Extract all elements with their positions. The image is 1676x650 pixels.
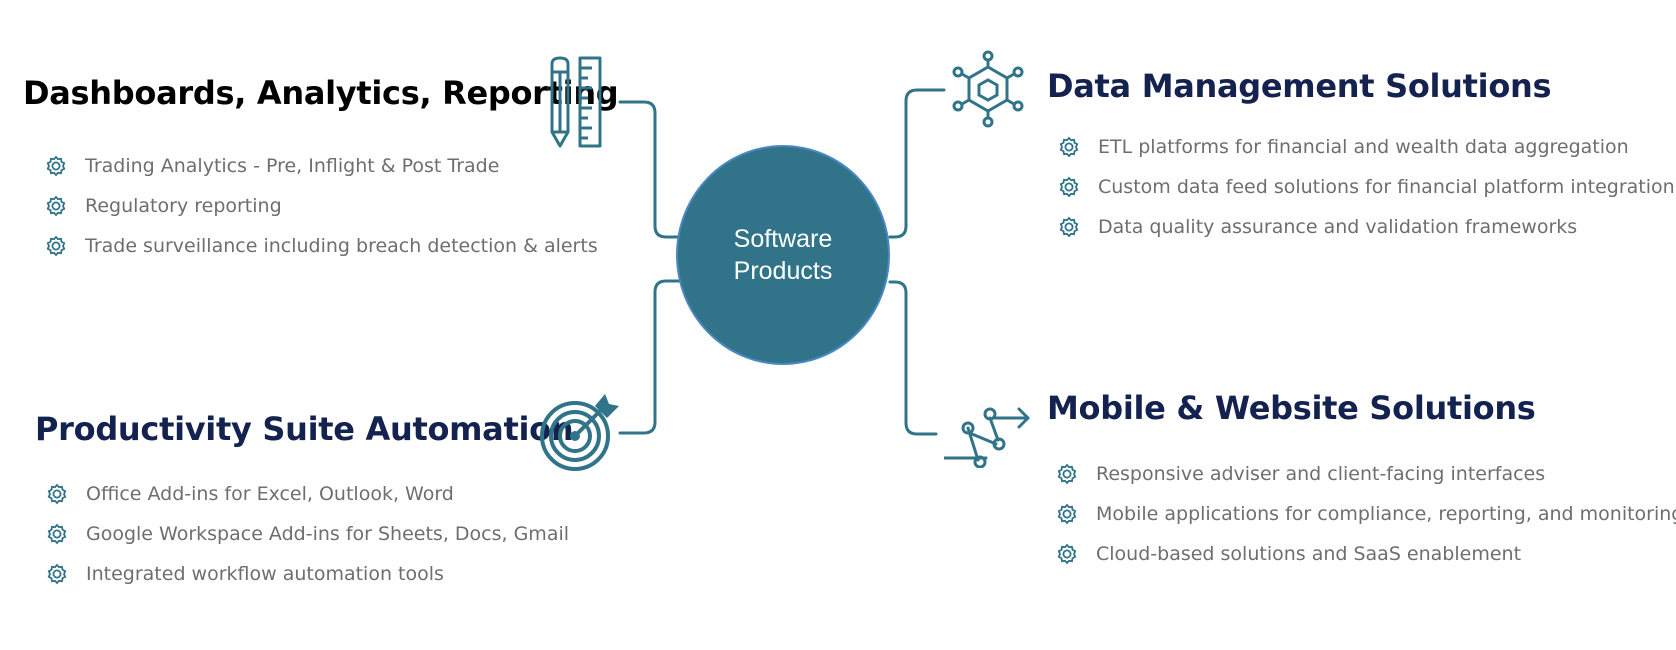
gear-icon <box>45 155 67 177</box>
item-text: Trading Analytics - Pre, Inflight & Post… <box>85 155 500 177</box>
gear-icon <box>45 195 67 217</box>
route-flow-icon <box>944 407 1030 468</box>
list-item: Integrated workflow automation tools <box>46 554 569 594</box>
gear-icon <box>1058 216 1080 238</box>
list-item: Office Add-ins for Excel, Outlook, Word <box>46 474 569 514</box>
target-arrow-icon <box>540 394 619 471</box>
category-title-mobile: Mobile & Website Solutions <box>1047 389 1536 427</box>
hub-label-line1: Software <box>733 225 833 253</box>
gear-icon <box>46 483 68 505</box>
list-item: Trade surveillance including breach dete… <box>45 226 598 266</box>
connector-dashboards <box>618 100 682 239</box>
connector-mobile <box>888 280 938 436</box>
gear-icon <box>45 235 67 257</box>
gear-icon <box>1056 463 1078 485</box>
category-list-data-management: ETL platforms for financial and wealth d… <box>1058 127 1675 247</box>
gear-icon <box>1056 543 1078 565</box>
list-item: Responsive adviser and client-facing int… <box>1056 454 1676 494</box>
item-text: Responsive adviser and client-facing int… <box>1096 463 1546 485</box>
gear-icon <box>1058 176 1080 198</box>
item-text: ETL platforms for financial and wealth d… <box>1098 136 1629 158</box>
gear-icon <box>46 563 68 585</box>
list-item: Google Workspace Add-ins for Sheets, Doc… <box>46 514 569 554</box>
connector-data-management <box>888 88 946 239</box>
connector-productivity <box>618 279 682 435</box>
item-text: Integrated workflow automation tools <box>86 563 444 585</box>
list-item: Data quality assurance and validation fr… <box>1058 207 1675 247</box>
hub-label: Software Products <box>723 223 843 287</box>
pencil-ruler-icon <box>550 56 602 148</box>
category-list-productivity: Office Add-ins for Excel, Outlook, Word … <box>46 474 569 594</box>
list-item: Cloud-based solutions and SaaS enablemen… <box>1056 534 1676 574</box>
item-text: Trade surveillance including breach dete… <box>85 235 598 257</box>
gear-icon <box>1056 503 1078 525</box>
list-item: Trading Analytics - Pre, Inflight & Post… <box>45 146 598 186</box>
hexagon-network-icon <box>952 50 1024 128</box>
hub-circle: Software Products <box>676 145 890 365</box>
item-text: Custom data feed solutions for financial… <box>1098 176 1675 198</box>
category-list-mobile: Responsive adviser and client-facing int… <box>1056 454 1676 574</box>
item-text: Mobile applications for compliance, repo… <box>1096 503 1676 525</box>
item-text: Google Workspace Add-ins for Sheets, Doc… <box>86 523 570 545</box>
list-item: Mobile applications for compliance, repo… <box>1056 494 1676 534</box>
hub-label-line2: Products <box>733 257 833 285</box>
list-item: Regulatory reporting <box>45 186 598 226</box>
list-item: ETL platforms for financial and wealth d… <box>1058 127 1675 167</box>
gear-icon <box>1058 136 1080 158</box>
item-text: Data quality assurance and validation fr… <box>1098 216 1578 238</box>
item-text: Cloud-based solutions and SaaS enablemen… <box>1096 543 1522 565</box>
category-list-dashboards: Trading Analytics - Pre, Inflight & Post… <box>45 146 598 266</box>
list-item: Custom data feed solutions for financial… <box>1058 167 1675 207</box>
gear-icon <box>46 523 68 545</box>
category-title-productivity: Productivity Suite Automation <box>35 410 574 448</box>
category-title-data-management: Data Management Solutions <box>1047 67 1552 105</box>
item-text: Regulatory reporting <box>85 195 282 217</box>
item-text: Office Add-ins for Excel, Outlook, Word <box>86 483 454 505</box>
category-title-dashboards: Dashboards, Analytics, Reporting <box>23 74 619 112</box>
